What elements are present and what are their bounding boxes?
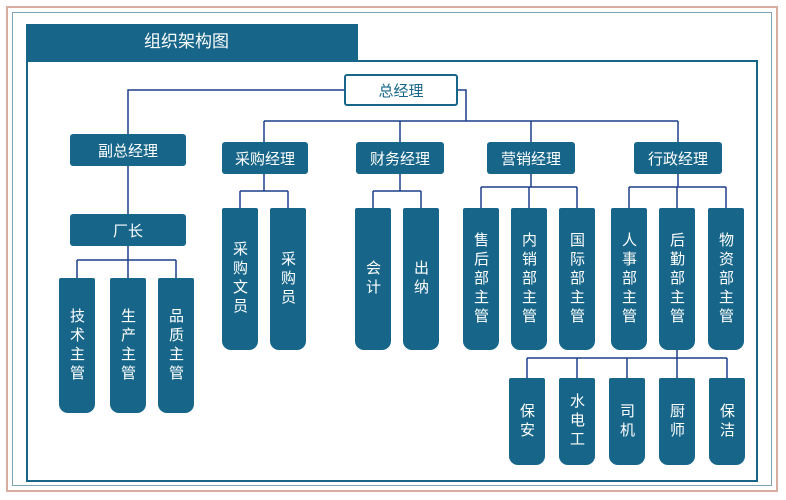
node-quality-supervisor: 品质主管 [158,278,194,413]
node-purchaser: 采购员 [270,208,306,350]
node-after-sales-supervisor: 售后部主管 [463,208,499,350]
node-driver: 司机 [609,378,645,465]
node-admin-manager: 行政经理 [634,142,722,174]
node-technical-supervisor: 技术主管 [59,278,95,413]
node-deputy-general-manager: 副总经理 [70,134,186,166]
node-materials-supervisor: 物资部主管 [708,208,744,350]
inner-frame [12,12,772,486]
node-international-supervisor: 国际部主管 [559,208,595,350]
node-factory-director: 厂长 [70,214,186,246]
node-domestic-sales-supervisor: 内销部主管 [511,208,547,350]
connector-gm-deputy [127,89,344,134]
connector-gm-branch [458,89,467,121]
chart-panel [26,60,758,482]
node-logistics-supervisor: 后勤部主管 [659,208,695,350]
node-purchasing-manager: 采购经理 [222,142,308,174]
node-cashier: 出纳 [403,208,439,350]
node-accountant: 会计 [355,208,391,350]
outer-frame [6,6,778,492]
node-cleaner: 保洁 [709,378,745,465]
node-hr-supervisor: 人事部主管 [611,208,647,350]
node-purchasing-clerk: 采购文员 [222,208,258,350]
node-security: 保安 [509,378,545,465]
node-marketing-manager: 营销经理 [487,142,575,174]
chart-title: 组织架构图 [26,24,358,60]
node-electrician: 水电工 [559,378,595,465]
node-production-supervisor: 生产主管 [110,278,146,413]
node-general-manager: 总经理 [344,74,458,106]
node-finance-manager: 财务经理 [356,142,444,174]
node-cook: 厨师 [659,378,695,465]
